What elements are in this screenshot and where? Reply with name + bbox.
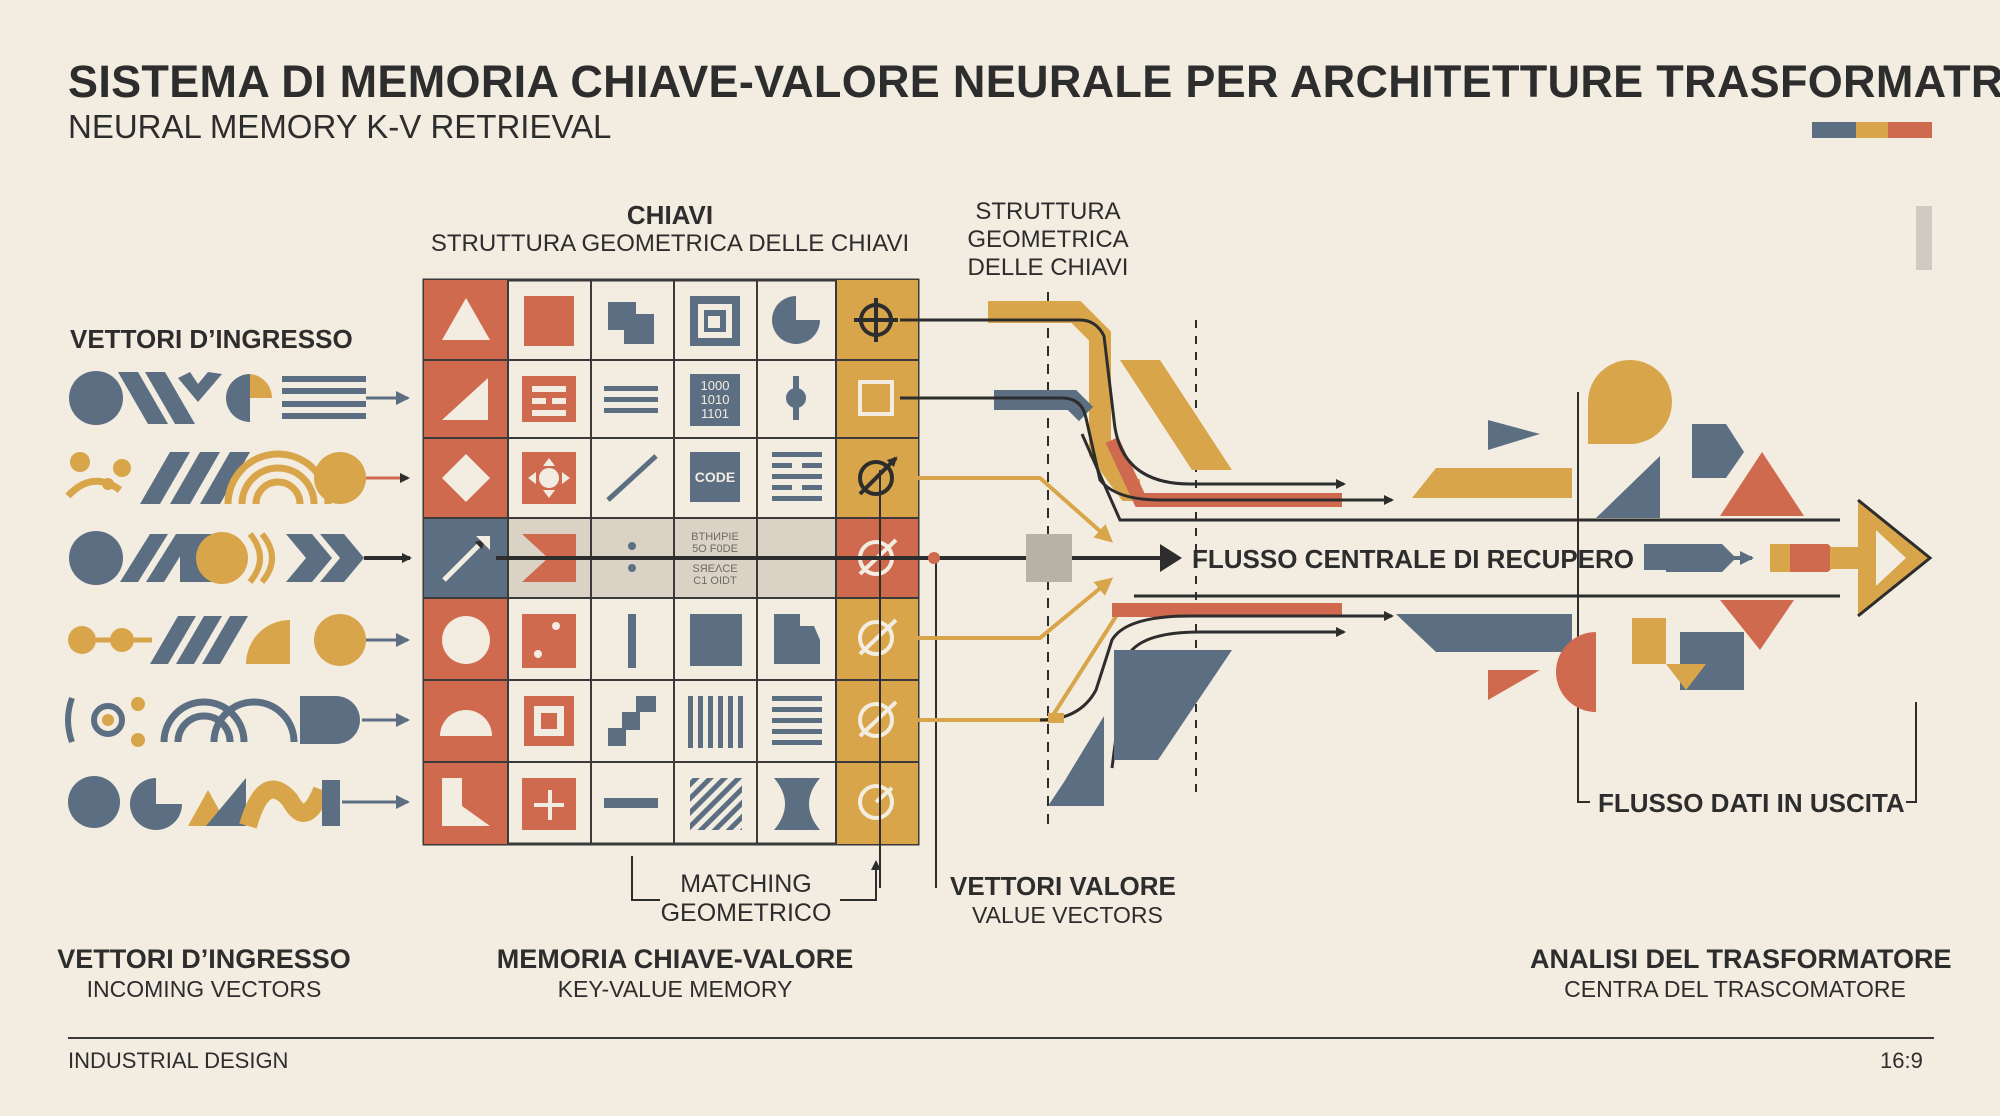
code-label: CODE [695,469,735,485]
caption-memory-sub: KEY-VALUE MEMORY [557,976,793,1002]
color-swatch-strip [1812,122,1932,138]
output-flow-label: FLUSSO DATI IN USCITA [1598,788,1905,818]
key-value-grid: 1000 1010 1101 CODE BТHИPIE 5O F0DE SЯEΛ… [422,278,937,888]
input-row-5 [65,696,410,747]
value-vectors-sub: VALUE VECTORS [972,902,1163,928]
svg-text:5O F0DE: 5O F0DE [692,543,738,555]
input-vectors [65,371,412,830]
page-title: SISTEMA DI MEMORIA CHIAVE-VALORE NEURALE… [68,56,2000,107]
value-vectors-label: VETTORI VALORE [950,871,1176,901]
binary-line-1: 1000 [701,378,730,393]
input-row-3 [69,531,412,585]
caption-input-title: VETTORI D’INGRESSO [57,944,351,974]
input-vectors-label: VETTORI D’INGRESSO [70,324,353,354]
input-row-4 [68,614,410,666]
keys-structure-label: STRUTTURA GEOMETRICA DELLE CHIAVI [967,198,1129,281]
input-row-1 [69,371,410,425]
caption-input-sub: INCOMING VECTORS [86,976,322,1002]
input-row-2 [65,450,410,505]
central-flow-label: FLUSSO CENTRALE DI RECUPERO [1192,544,1634,574]
matching-bracket [631,856,881,901]
input-row-6 [68,776,410,830]
footer-left: INDUSTRIAL DESIGN [68,1048,289,1073]
side-marker [1916,206,1932,270]
svg-text:BТHИPIE: BТHИPIE [691,531,739,543]
caption-memory-title: MEMORIA CHIAVE-VALORE [496,944,854,974]
binary-line-3: 1101 [701,406,729,421]
keys-subtitle: STRUTTURA GEOMETRICA DELLE CHIAVI [430,230,910,257]
matching-label: MATCHING GEOMETRICO [660,870,832,927]
retrieval-flows [496,292,1933,832]
footer-right: 16:9 [1880,1048,1923,1073]
caption-transformer-sub: CENTRA DEL TRASCOMATORE [1564,976,1906,1002]
svg-text:C1 OIDT: C1 OIDT [693,575,737,587]
caption-transformer-title: ANALISI DEL TRASFORMATORE [1530,944,1952,974]
footer-divider [68,1037,1934,1039]
svg-text:SЯEΛCE: SЯEΛCE [692,563,737,575]
page-subtitle: NEURAL MEMORY K-V RETRIEVAL [68,108,612,145]
binary-line-2: 1010 [701,392,730,407]
keys-title: CHIAVI [626,200,714,230]
